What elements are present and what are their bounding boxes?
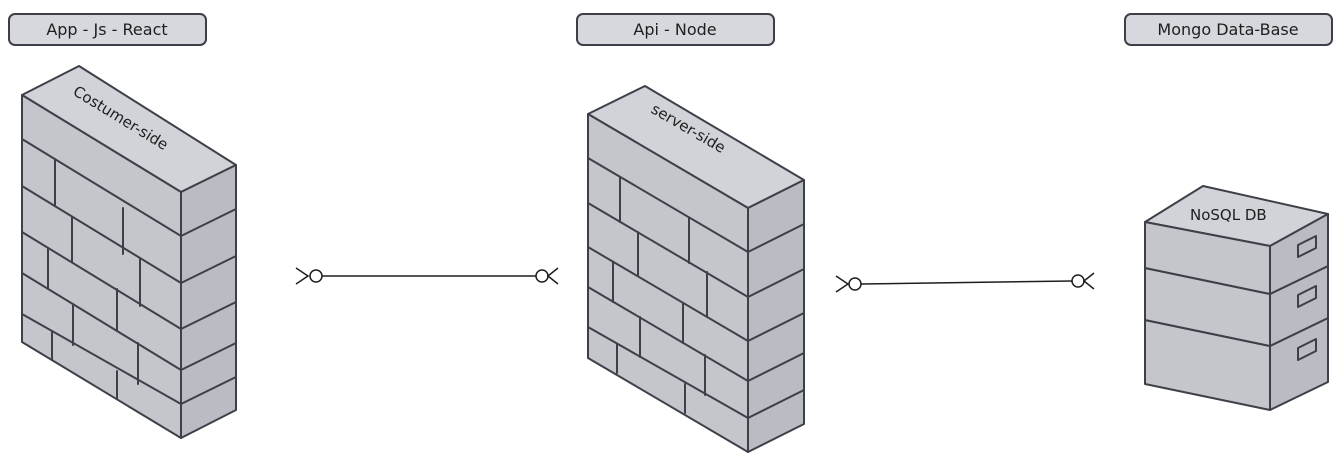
db-label-box: Mongo Data-Base (1124, 13, 1333, 46)
connector-server-database (835, 272, 1095, 293)
crows-foot-icon (835, 275, 850, 293)
optional-circle-icon (848, 277, 862, 291)
app-label-box: App - Js - React (8, 13, 207, 46)
optional-circle-icon (1071, 274, 1085, 288)
crows-foot-icon (546, 267, 559, 285)
connector-client-server (295, 267, 559, 285)
optional-circle-icon (535, 269, 549, 283)
crows-foot-icon (1082, 272, 1095, 290)
optional-circle-icon (309, 269, 323, 283)
app-label: App - Js - React (46, 20, 167, 39)
db-label: Mongo Data-Base (1157, 20, 1298, 39)
crows-foot-icon (295, 267, 310, 285)
api-label: Api - Node (633, 20, 716, 39)
database-label: NoSQL DB (1190, 206, 1267, 224)
database-stack: NoSQL DB (1144, 185, 1329, 411)
client-wall: Costumer-side (21, 65, 237, 439)
api-label-box: Api - Node (576, 13, 775, 46)
server-wall: server-side (587, 85, 805, 453)
